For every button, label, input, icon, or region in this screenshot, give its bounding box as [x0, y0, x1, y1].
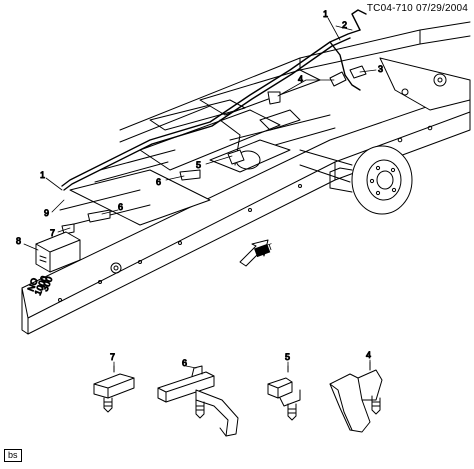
callouts-detail: 7 6 5 4: [110, 350, 372, 369]
callout-7: 7: [110, 352, 115, 362]
callout-1: 1: [40, 170, 45, 180]
callouts-main: 1 2 3 4 5 6 1 9 7 6 8: [16, 9, 384, 247]
callout-8: 8: [16, 236, 21, 246]
callout-9: 9: [44, 208, 49, 218]
brake-drum: [299, 145, 413, 215]
detail-clip-5: [267, 365, 301, 421]
callout-6: 6: [118, 202, 123, 212]
callout-4: 4: [298, 74, 303, 84]
diagram-date: 07/29/2004: [415, 3, 468, 14]
cross-members: [59, 69, 336, 226]
abs-module: [35, 231, 81, 273]
callout-5: 5: [285, 352, 290, 362]
callout-5: 5: [196, 160, 201, 170]
pipe-clips-installed: [61, 65, 367, 235]
front-direction-arrow: FRT: [239, 239, 275, 267]
callout-6: 6: [156, 177, 161, 187]
detail-clip-7: [93, 365, 135, 413]
footer-tag: bs: [4, 449, 22, 462]
callout-3: 3: [378, 64, 383, 74]
callout-7: 7: [50, 228, 55, 238]
leader-lines: [23, 17, 377, 251]
brake-pipe: [61, 9, 367, 191]
detail-bracket-4: [329, 361, 383, 433]
callout-1: 1: [323, 9, 328, 19]
diagram-ref: TC04-710: [366, 3, 413, 14]
frame-stamp: NO 1000 300: [25, 274, 55, 297]
callout-2: 2: [342, 20, 347, 30]
leader-lines-detail: [113, 359, 371, 369]
callout-6: 6: [182, 358, 187, 368]
detail-bracket-6: [157, 365, 239, 437]
header-ref: TC04-710 07/29/2004: [367, 3, 468, 14]
callout-4: 4: [366, 350, 371, 360]
